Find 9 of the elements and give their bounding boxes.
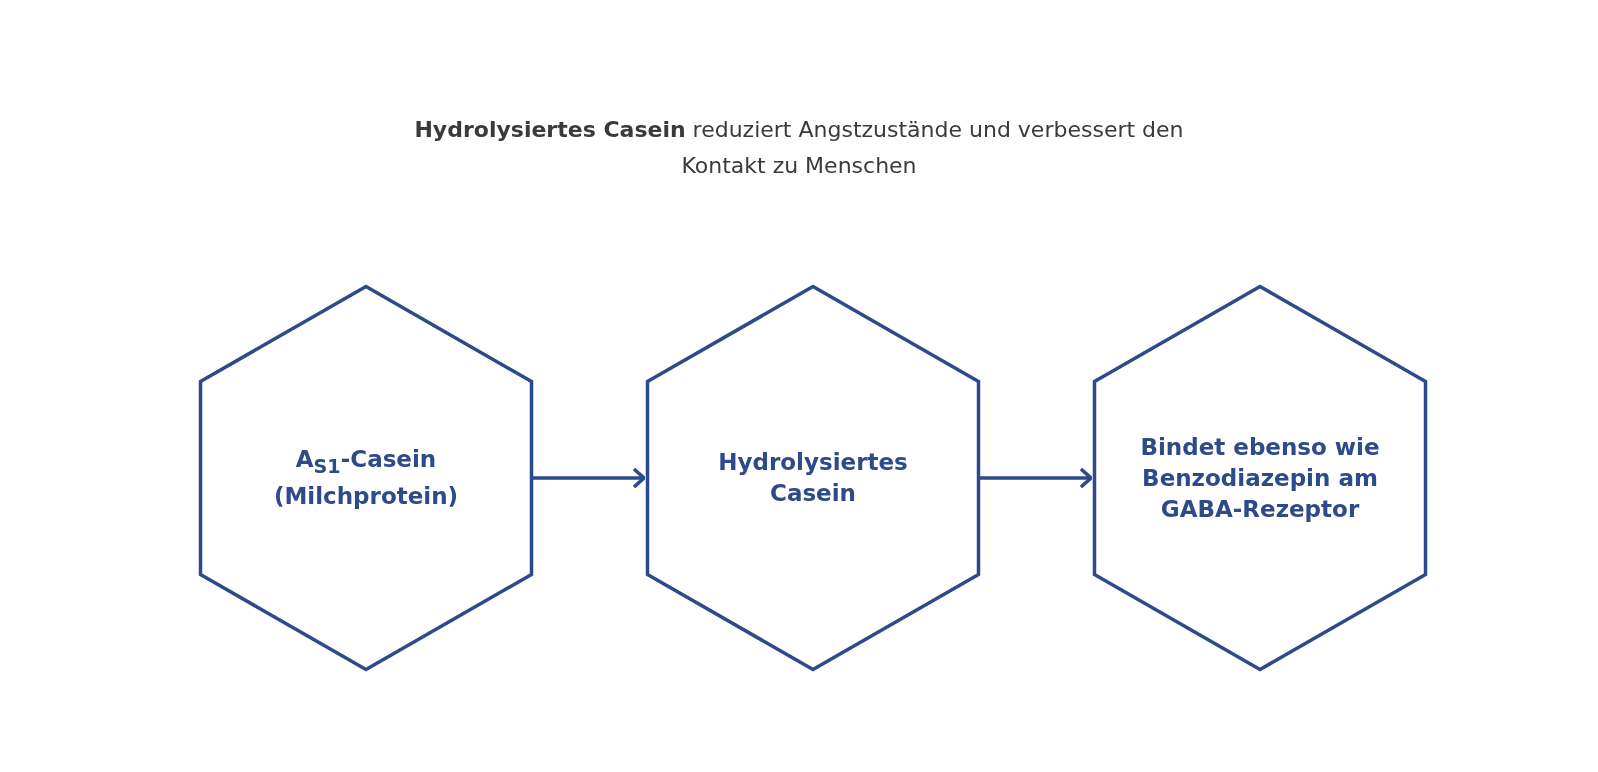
arrow: [533, 467, 646, 489]
process-hexagon: [646, 285, 980, 671]
node-label: Hydrolysiertes Casein: [717, 448, 909, 508]
node-label: A$_{S1}$-Casein (Milchprotein): [272, 444, 460, 512]
arrow: [980, 467, 1093, 489]
process-hexagon: [199, 285, 533, 671]
node-label: Bindet ebenso wie Benzodiazepin am GABA-Rezeptor: [1139, 432, 1381, 524]
title: Hydrolysiertes Casein reduziert Angstzustände und verbessert den Kontakt zu Menschen: [413, 116, 1185, 180]
process-hexagon: [1093, 285, 1427, 671]
